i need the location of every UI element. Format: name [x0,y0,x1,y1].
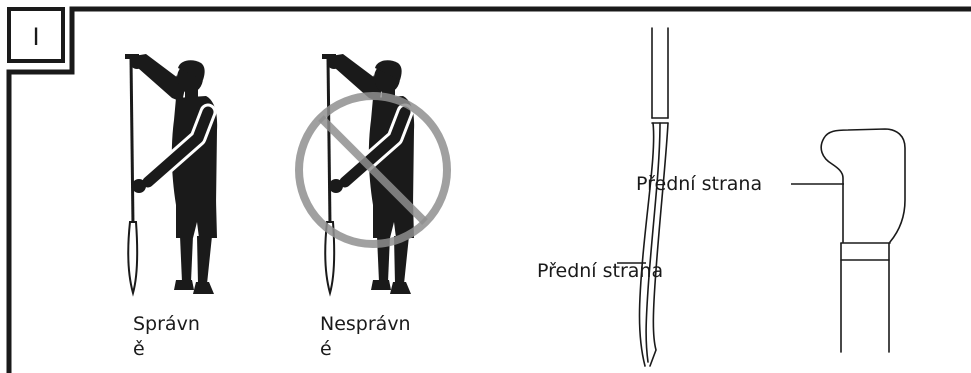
caption-incorrect-line-2: é [320,338,332,360]
caption-incorrect-line-1: Nesprávn [320,313,411,335]
caption-correct-line-2: ě [133,338,145,360]
front-view-outline [821,129,905,242]
section-number: I [32,23,39,51]
section-number-box: I [9,9,63,61]
person-holding-paddle-icon [322,54,414,294]
figure-correct: Správn ě [125,54,217,360]
paddle-front-view: Přední strana [636,129,905,352]
figure-incorrect: Nesprávn é [299,54,447,360]
person-holding-paddle-icon [125,54,217,294]
front-view-label: Přední strana [636,173,762,195]
caption-correct-line-1: Správn [133,313,200,335]
paddle-side-view: Přední strana [537,28,668,366]
